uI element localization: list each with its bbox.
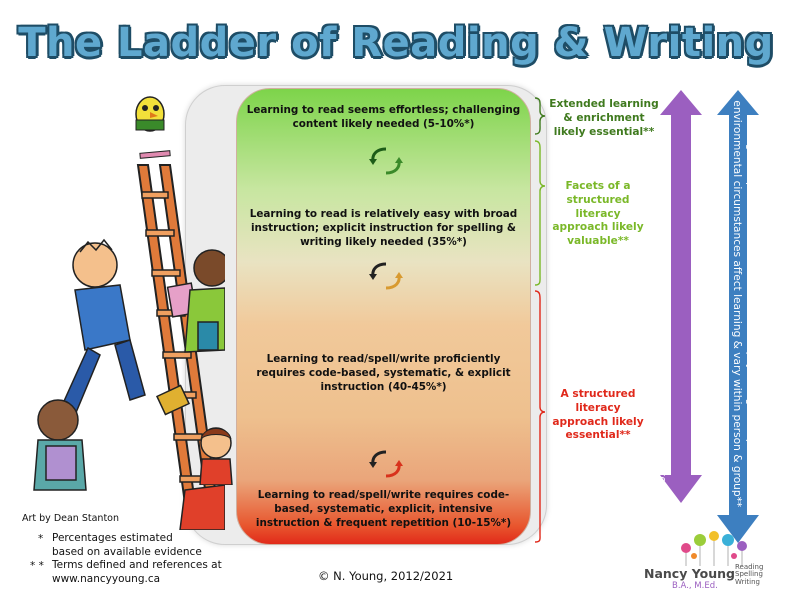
cycle-icon-yellow: [369, 262, 403, 290]
tier-3-text: Learning to read/spell/write proficientl…: [256, 353, 511, 394]
bracket-label-facets: Facets of a structured literacy approach…: [552, 180, 644, 248]
footnote-star-2-line2[interactable]: www.nancyyoung.ca: [52, 573, 161, 585]
footnote-star-1-symbol: *: [38, 533, 44, 545]
tier-1-text: Learning to read seems effortless; chall…: [246, 104, 521, 131]
copyright: © N. Young, 2012/2021: [318, 569, 454, 583]
logo-tag-spelling: Spelling: [735, 570, 763, 579]
tier-2-text: Learning to read is relatively easy with…: [249, 208, 518, 249]
bracket-label-enrichment: Extended learning & enrichment likely es…: [549, 98, 659, 138]
logo-tag-reading: Reading: [735, 563, 764, 571]
girl-head-illustration: [199, 427, 233, 485]
footnote-star-1-text: Percentages estimated based on available…: [52, 532, 202, 558]
bracket-label-essential: A structured literacy approach likely es…: [552, 388, 644, 442]
footnote-star-2-line1: Terms defined and references at: [52, 559, 222, 571]
logo-name: Nancy Young: [644, 566, 735, 581]
double-arrows: [660, 90, 759, 543]
purple-arrow-text: Data informs instruction & practice: Dif…: [655, 127, 668, 505]
logo-tags: Reading Spelling Writing: [735, 563, 764, 586]
blue-arrow-text: Linguistic processes, executive function…: [731, 100, 757, 508]
logo-degrees: B.A., M.Ed.: [672, 581, 718, 591]
logo-dots-icon: [681, 531, 747, 566]
logo-tag-writing: Writing: [735, 577, 760, 586]
ladder-illustration: [33, 96, 225, 530]
cycle-icon-green: [369, 147, 403, 175]
brackets: [534, 97, 546, 543]
art-credit: Art by Dean Stanton: [22, 513, 119, 524]
page-title: The Ladder of Reading & Writing: [18, 20, 774, 66]
cycle-icon-red: [369, 450, 403, 478]
tier-4-text: Learning to read/spell/write requires co…: [255, 489, 512, 530]
ladder-gradient-panel: [236, 88, 531, 545]
footnote-star-2-symbol: * *: [30, 560, 44, 572]
